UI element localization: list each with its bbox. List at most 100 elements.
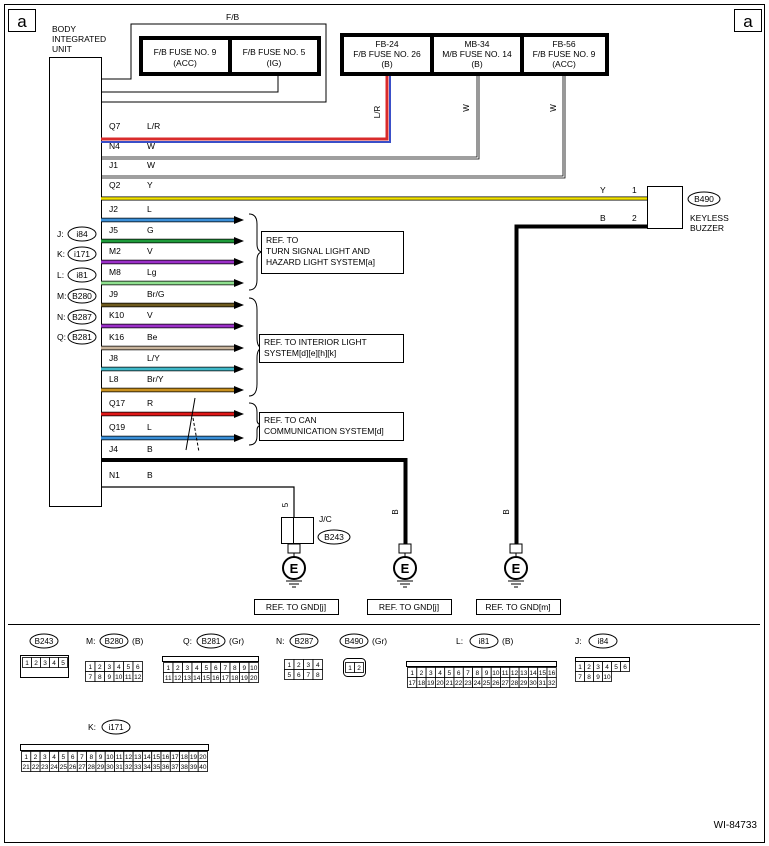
signal-arrow-5 xyxy=(234,237,244,245)
pin-number: 25 xyxy=(60,764,68,771)
wire-pin-label: J2 xyxy=(109,204,118,214)
pin-number: 3 xyxy=(429,670,433,677)
pin-number: 35 xyxy=(153,764,161,771)
fuse-right-1-line-3: (B) xyxy=(381,59,393,69)
pin-number: 6 xyxy=(297,672,301,679)
connector-key-prefix: K: xyxy=(57,249,65,259)
pin-number: 33 xyxy=(134,764,142,771)
pin-number: 8 xyxy=(316,672,320,679)
signal-arrow-10 xyxy=(234,344,244,352)
fuse-left-1-line-1: F/B FUSE NO. 9 xyxy=(154,47,217,57)
pinout-code-oval xyxy=(29,633,59,649)
pin-number: 1 xyxy=(25,660,29,667)
pin-number: 10 xyxy=(492,670,500,677)
pin-number: 28 xyxy=(88,764,96,771)
pin-number: 8 xyxy=(89,754,93,761)
pin-number: 19 xyxy=(241,675,249,682)
signal-arrow-9 xyxy=(234,322,244,330)
connector-key-code: i81 xyxy=(76,270,88,280)
pin-number: 29 xyxy=(520,680,528,687)
wire-pin-label: K16 xyxy=(109,332,124,342)
ref-turn-signal-line-3: HAZARD LIGHT SYSTEM[a] xyxy=(266,257,375,267)
pin-number: 2 xyxy=(34,754,38,761)
pin-number: 31 xyxy=(539,680,547,687)
signal-arrow-6 xyxy=(234,258,244,266)
wire-n1-ground xyxy=(101,486,295,517)
ground-symbol-letter: E xyxy=(290,561,299,576)
buzzer-pin-1: 1 xyxy=(632,185,637,195)
wire-pin-label: J5 xyxy=(109,225,118,235)
wire-pin-label: J9 xyxy=(109,289,118,299)
pin-number: 19 xyxy=(427,680,435,687)
fb-bracket-label: F/B xyxy=(226,12,240,22)
pinout-suffix: (Gr) xyxy=(229,636,244,646)
buzzer-wire-2: B xyxy=(600,213,606,223)
pin-number: 6 xyxy=(214,665,218,672)
pin-number: 5 xyxy=(614,664,618,671)
pin-number: 9 xyxy=(485,670,489,677)
pin-number: 2 xyxy=(34,660,38,667)
pin-number: 3 xyxy=(107,664,111,671)
buzzer-wire-1: Y xyxy=(600,185,606,195)
pin-number: 3 xyxy=(306,662,310,669)
pinout-prefix: Q: xyxy=(183,636,192,646)
gnd-ref-box xyxy=(476,599,561,615)
fuse-left-1-line-2: (ACC) xyxy=(173,58,197,68)
pin-number: 8 xyxy=(233,665,237,672)
gnd-ref-text: REF. TO GND[m] xyxy=(485,602,550,612)
vertical-label-w2: W xyxy=(549,104,558,112)
pin-number: 15 xyxy=(203,675,211,682)
pin-cell xyxy=(132,671,143,682)
pin-number: 32 xyxy=(548,680,556,687)
pinout-housing xyxy=(162,656,259,662)
pin-number: 36 xyxy=(162,764,170,771)
connector-key-prefix: N: xyxy=(57,312,66,322)
pin-number: 3 xyxy=(43,660,47,667)
pin-number: 15 xyxy=(153,754,161,761)
pin-number: 1 xyxy=(348,665,352,672)
wire-lr-red-vertical xyxy=(101,76,389,141)
pinout-suffix: (B) xyxy=(502,636,514,646)
fuse-right-2-line-2: M/B FUSE NO. 14 xyxy=(442,49,512,59)
connector-key-oval xyxy=(67,329,97,345)
wire-pin-label: N1 xyxy=(109,470,120,480)
pin-number: 17 xyxy=(222,675,230,682)
wire-pin-label: K10 xyxy=(109,310,124,320)
wire-lr-blue-vertical xyxy=(101,76,391,143)
gnd-ref-box xyxy=(367,599,452,615)
pin-number: 4 xyxy=(438,670,442,677)
wire-pin-label: N4 xyxy=(109,141,120,151)
fuse-block-right: FB-24 F/B FUSE NO. 26 (B) MB-34 M/B FUSE… xyxy=(340,33,609,76)
pinout-prefix: M: xyxy=(86,636,95,646)
pin-number: 6 xyxy=(457,670,461,677)
pin-number: 13 xyxy=(520,670,528,677)
fuse-right-3-line-3: (ACC) xyxy=(552,59,576,69)
pin-number: 11 xyxy=(165,675,172,682)
connector-key-code: B280 xyxy=(72,291,92,301)
wire-color-label: R xyxy=(147,398,153,408)
jc-label: J/C xyxy=(319,514,332,524)
gnd-ref-text: REF. TO GND[j] xyxy=(266,602,326,612)
connector-key-code: B287 xyxy=(72,312,92,322)
pinout-code: i81 xyxy=(479,637,490,646)
pin-number: 6 xyxy=(71,754,75,761)
fuse-right-3-line-2: F/B FUSE NO. 9 xyxy=(533,49,596,59)
pin-number: 3 xyxy=(185,665,189,672)
ground-symbol-letter: E xyxy=(401,561,410,576)
connector-key-code: i84 xyxy=(76,229,88,239)
gnd-ref-text: REF. TO GND[j] xyxy=(379,602,439,612)
ground-terminal xyxy=(509,543,523,554)
pin-number: 7 xyxy=(578,674,582,681)
pin-number: 22 xyxy=(455,680,463,687)
corner-label-left-text: a xyxy=(17,12,27,31)
gnd-ref-box xyxy=(254,599,339,615)
pin-number: 24 xyxy=(50,764,58,771)
pin-cell xyxy=(602,671,612,682)
pinout-housing xyxy=(20,744,209,751)
wire-pin-label: M8 xyxy=(109,267,121,277)
ref-turn-signal-line-1: REF. TO xyxy=(266,235,299,245)
pin-number: 14 xyxy=(529,670,537,677)
ground-symbol-letter: E xyxy=(512,561,521,576)
pin-number: 2 xyxy=(98,664,102,671)
